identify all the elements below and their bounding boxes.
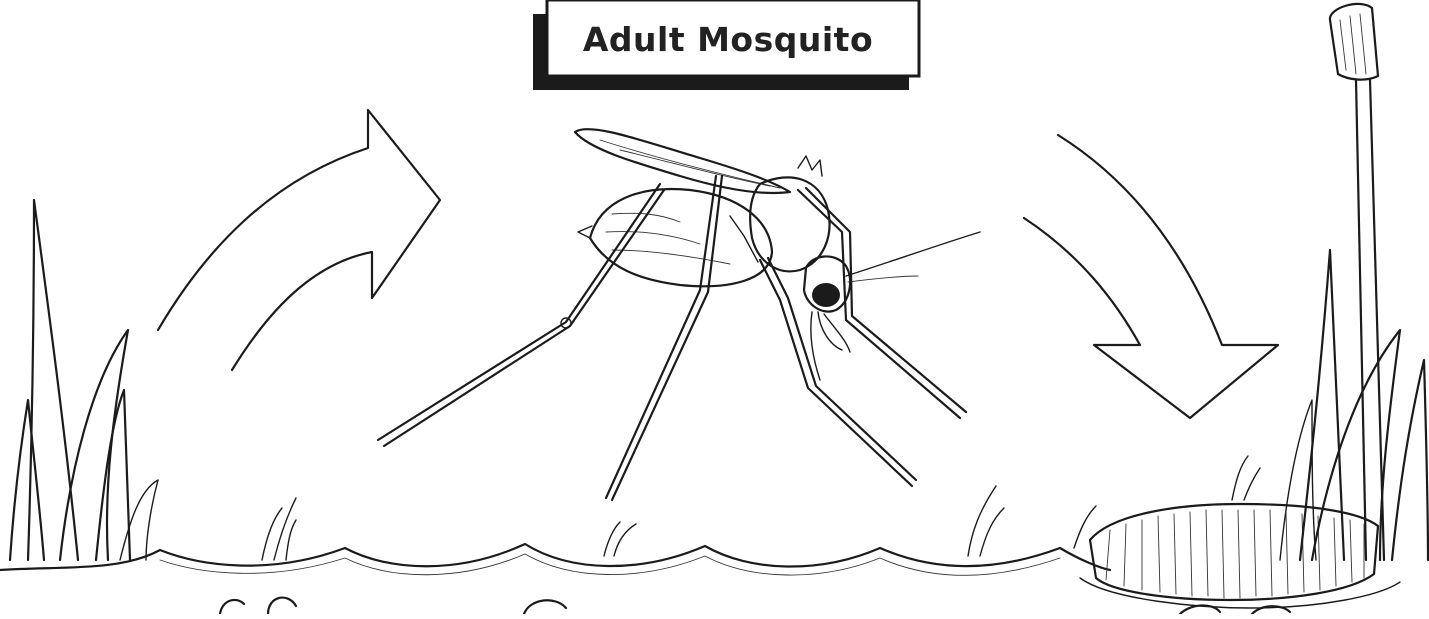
- grass-tufts: [262, 456, 1260, 560]
- water-surface: [0, 544, 1110, 575]
- arrow-down-icon: [1024, 135, 1278, 418]
- mosquito-eye-icon: [812, 283, 840, 307]
- grass-clump-right: [1280, 4, 1428, 560]
- adult-mosquito-illustration: [378, 129, 980, 500]
- arrow-up-right-icon: [158, 110, 440, 370]
- grass-clump-left: [10, 200, 158, 560]
- seed-head-icon: [1330, 4, 1378, 80]
- egg-raft-illustration: [1080, 504, 1400, 608]
- adult-mosquito-label: Adult Mosquito: [547, 2, 909, 76]
- larva-partial-bottom: [220, 598, 1290, 614]
